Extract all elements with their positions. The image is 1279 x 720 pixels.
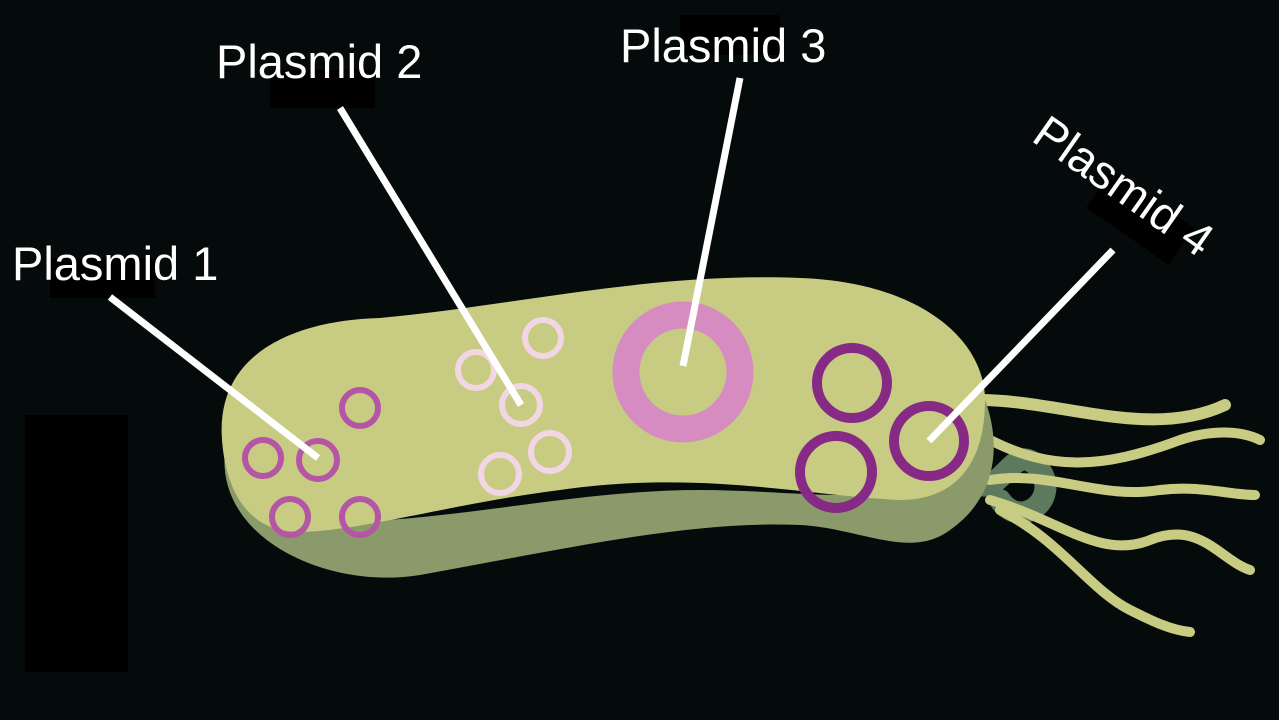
pointer-lines: [107, 77, 1116, 461]
plasmid-2-ring: [455, 349, 497, 391]
plasmid-2-group: [455, 317, 572, 496]
plasmid-1-ring: [339, 496, 381, 538]
pointer-line-1: [107, 294, 321, 461]
bacterium-shadow: [224, 400, 994, 578]
plasmid-2-ring: [528, 430, 572, 474]
plasmid-4-ring: [795, 431, 877, 513]
black-patch: [25, 415, 128, 672]
pointer-line-3: [679, 77, 744, 367]
label-plasmid-2: Plasmid 2: [216, 35, 422, 88]
bacterium-body: [221, 277, 985, 532]
plasmid-1-ring: [269, 496, 311, 538]
flagella: [949, 394, 1265, 637]
plasmid-2-ring: [522, 317, 564, 359]
label-patch: [680, 15, 780, 55]
plasmid-1-ring: [339, 387, 381, 429]
plasmid-3-ring: [612, 301, 754, 443]
pointer-line-2: [337, 106, 524, 407]
plasmid-1-ring: [296, 438, 340, 482]
label-patch: [50, 258, 155, 298]
plasmid-1-group: [242, 387, 381, 538]
label-plasmid-3: Plasmid 3: [620, 19, 826, 72]
label-patch: [1086, 170, 1195, 265]
plasmid-2-ring: [499, 383, 543, 427]
plasmid-4-ring: [889, 401, 969, 481]
plasmid-2-ring: [478, 452, 522, 496]
label-plasmid-1: Plasmid 1: [12, 237, 218, 290]
label-patch: [270, 70, 375, 108]
plasmid-4-group: [795, 343, 969, 513]
plasmid-1-ring: [242, 437, 284, 479]
pointer-line-4: [926, 247, 1116, 444]
plasmid-4-ring: [812, 343, 892, 423]
